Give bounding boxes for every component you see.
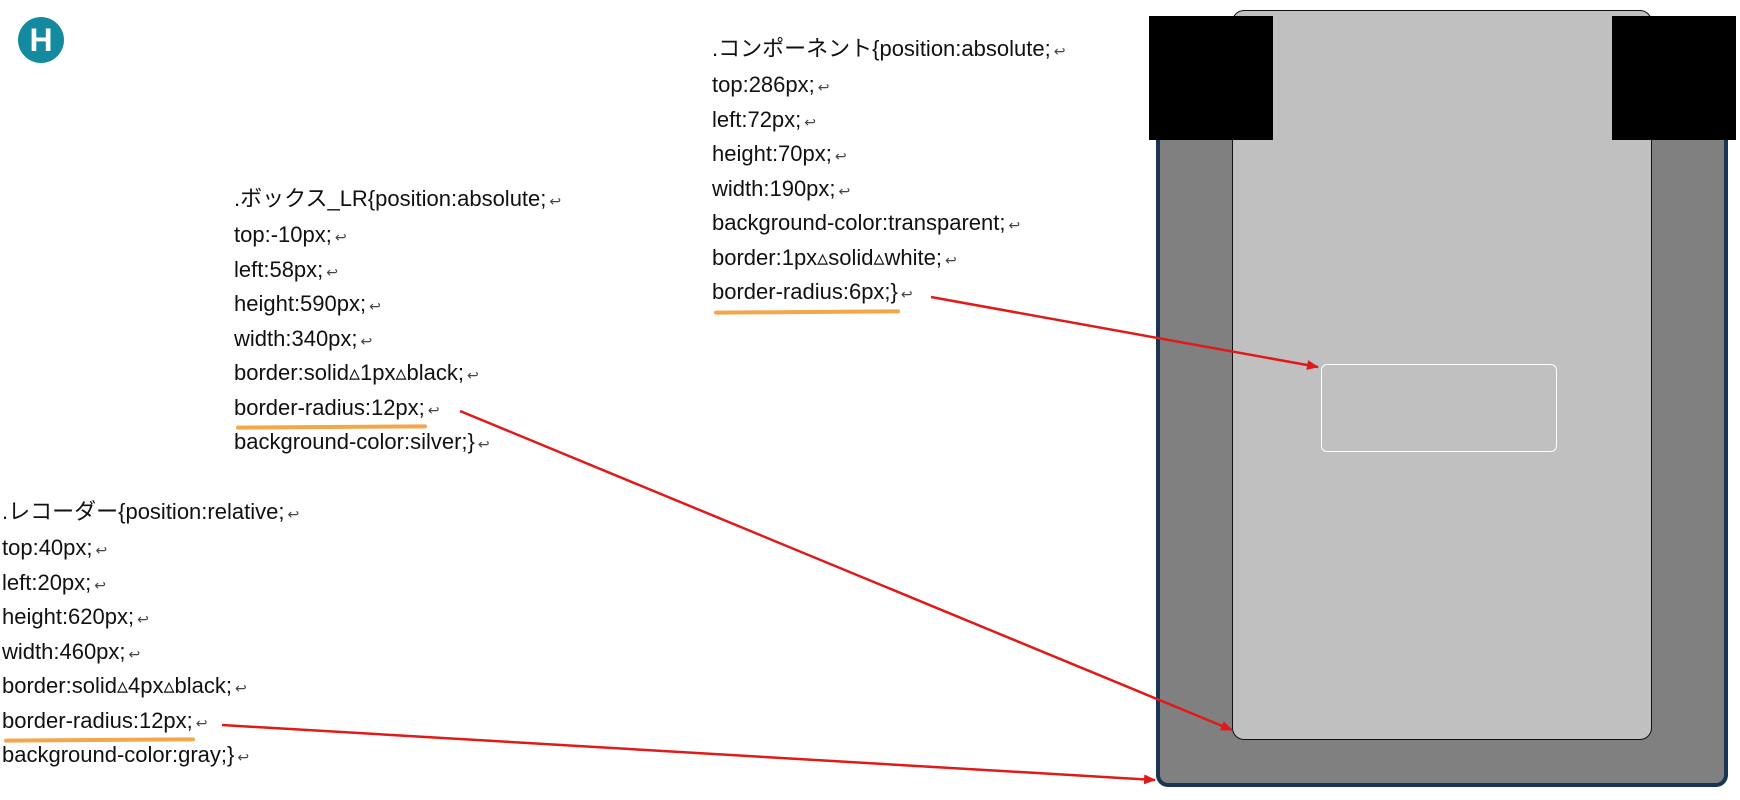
css-line: .ボックス_LR{position:absolute;↩	[234, 180, 561, 218]
css-text: .レコーダー{position:relative;	[2, 499, 285, 524]
css-text: top:-10px;	[234, 222, 332, 247]
css-text: width:340px;	[234, 325, 358, 351]
css-text: border:1px▵solid▵white;	[712, 244, 942, 270]
return-mark-icon: ↩	[427, 401, 440, 418]
component-shape	[1321, 364, 1557, 452]
return-mark-icon: ↩	[326, 263, 339, 280]
css-line: left:58px;↩	[234, 253, 561, 288]
css-text: height:620px;	[2, 604, 135, 629]
return-mark-icon: ↩	[1053, 43, 1066, 59]
css-text: width:190px;	[712, 175, 836, 201]
css-text: left:20px;	[2, 569, 92, 595]
return-mark-icon: ↩	[804, 113, 817, 130]
return-mark-icon: ↩	[834, 148, 847, 164]
return-mark-icon: ↩	[137, 611, 149, 627]
return-mark-icon: ↩	[360, 332, 373, 349]
return-mark-icon: ↩	[477, 436, 490, 452]
css-line: top:40px;↩	[2, 531, 299, 566]
css-text: background-color:silver;}	[234, 429, 475, 454]
highlighted-css-text: border-radius:12px;	[2, 704, 193, 739]
return-mark-icon: ↩	[128, 645, 141, 662]
css-text: border:solid▵4px▵black;	[2, 673, 232, 698]
css-line: background-color:silver;}↩	[234, 425, 561, 460]
component-css-block: .コンポーネント{position:absolute;↩top:286px;↩l…	[712, 30, 1065, 310]
css-line: left:20px;↩	[2, 566, 299, 601]
css-line: .コンポーネント{position:absolute;↩	[712, 30, 1065, 68]
arrow-to-component	[930, 295, 1319, 370]
arrow-to-box-lr	[459, 409, 1233, 732]
css-text: left:58px;	[234, 256, 324, 282]
return-mark-icon: ↩	[195, 714, 208, 731]
css-line: background-color:transparent;↩	[712, 206, 1065, 241]
css-text: border:solid▵1px▵black;	[234, 360, 464, 385]
arrow-to-recorder	[221, 723, 1156, 785]
css-line: width:340px;↩	[234, 322, 561, 357]
return-mark-icon: ↩	[900, 286, 913, 302]
css-line: height:590px;↩	[234, 287, 561, 322]
highlighted-css-text: border-radius:6px;}	[712, 275, 898, 310]
recorder-css-block: .レコーダー{position:relative;↩top:40px;↩left…	[2, 493, 299, 773]
return-mark-icon: ↩	[94, 576, 107, 593]
css-line: .レコーダー{position:relative;↩	[2, 493, 299, 531]
css-line: top:-10px;↩	[234, 218, 561, 253]
black-square-left	[1149, 16, 1273, 140]
return-mark-icon: ↩	[234, 680, 247, 696]
return-mark-icon: ↩	[95, 542, 108, 558]
css-line: height:70px;↩	[712, 137, 1065, 172]
highlighted-css-text: border-radius:12px;	[234, 391, 425, 426]
css-text: left:72px;	[712, 106, 802, 132]
css-line: width:190px;↩	[712, 172, 1065, 207]
css-line: background-color:gray;}↩	[2, 738, 299, 773]
return-mark-icon: ↩	[1008, 217, 1021, 233]
h-logo-icon: H	[18, 17, 64, 63]
css-line: border:solid▵1px▵black;↩	[234, 356, 561, 391]
return-mark-icon: ↩	[369, 298, 381, 314]
css-text: height:70px;	[712, 141, 832, 166]
return-mark-icon: ↩	[838, 182, 851, 199]
css-line: border:1px▵solid▵white;↩	[712, 241, 1065, 276]
css-text: background-color:transparent;	[712, 210, 1006, 235]
return-mark-icon: ↩	[817, 79, 830, 95]
css-text: .コンポーネント{position:absolute;	[712, 36, 1051, 61]
css-line: border-radius:12px;↩	[234, 391, 561, 426]
box-lr-shape	[1232, 10, 1652, 740]
css-line: top:286px;↩	[712, 68, 1065, 103]
css-text: background-color:gray;}	[2, 742, 235, 767]
return-mark-icon: ↩	[944, 251, 957, 268]
css-line: width:460px;↩	[2, 635, 299, 670]
black-square-right	[1612, 16, 1736, 140]
css-line: border:solid▵4px▵black;↩	[2, 669, 299, 704]
box-lr-css-block: .ボックス_LR{position:absolute;↩top:-10px;↩l…	[234, 180, 561, 460]
css-line: left:72px;↩	[712, 103, 1065, 138]
return-mark-icon: ↩	[549, 193, 562, 209]
return-mark-icon: ↩	[334, 229, 347, 245]
css-line: height:620px;↩	[2, 600, 299, 635]
css-text: width:460px;	[2, 638, 126, 664]
return-mark-icon: ↩	[287, 506, 300, 522]
css-text: .ボックス_LR{position:absolute;	[234, 186, 547, 211]
css-text: top:40px;	[2, 535, 93, 560]
css-text: top:286px;	[712, 72, 815, 97]
return-mark-icon: ↩	[237, 749, 250, 765]
css-line: border-radius:12px;↩	[2, 704, 299, 739]
return-mark-icon: ↩	[466, 367, 479, 383]
css-text: height:590px;	[234, 291, 367, 316]
css-line: border-radius:6px;}↩	[712, 275, 1065, 310]
